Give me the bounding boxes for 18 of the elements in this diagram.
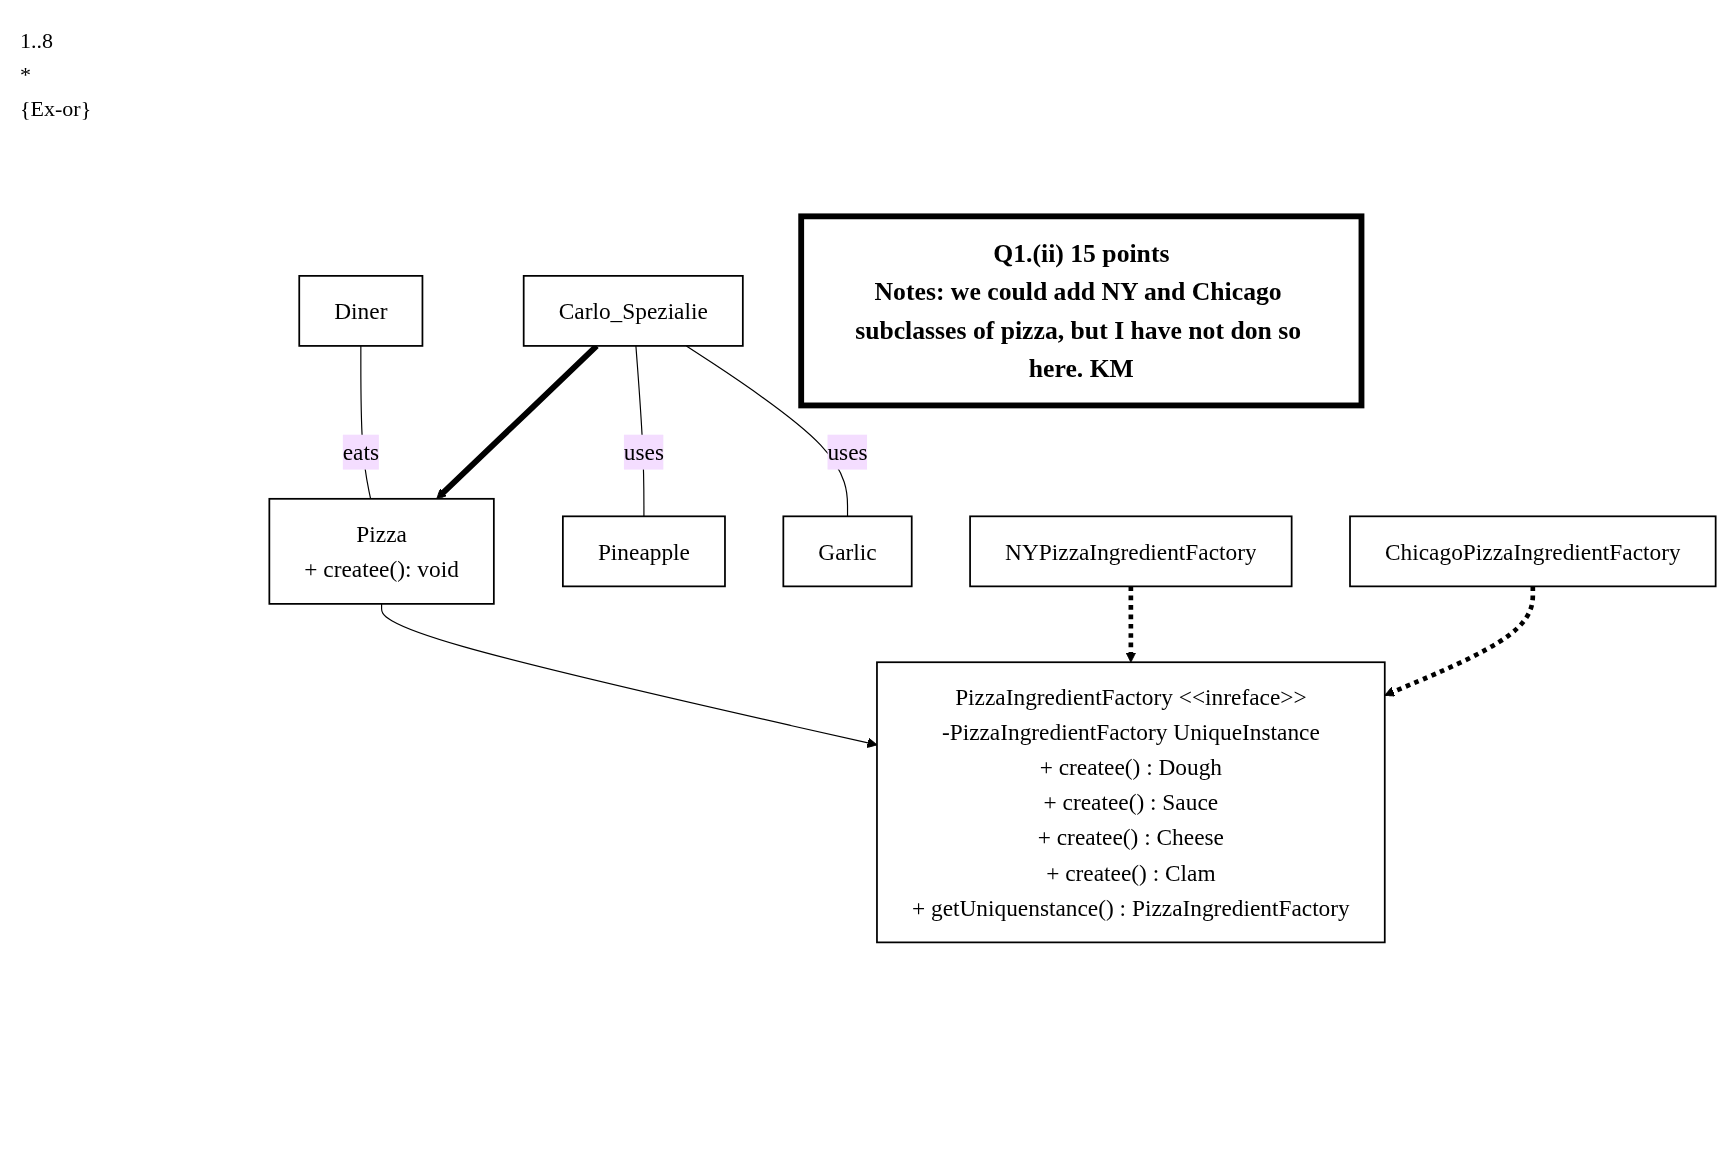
node-box: Q1.(ii) 15 points Notes: we could add NY and Chicago subclasses of pizza, but I have not don so here. KM [798,213,1365,408]
node-box: Garlic [782,515,913,587]
node-box: PizzaIngredientFactory <<inreface>> -PizzaIngredientFactory UniqueInstance + createe() : Dough + createe() : Sauce + createe() : Cheese + createe() : Clam + getUniquenstance() : PizzaIngredientFactory [876,661,1386,943]
node-box: ChicagoPizzaIngredientFactory [1349,515,1717,587]
node-box: Carlo_Spezialie [522,274,744,347]
multiplicity-label: 1..8 [20,28,54,54]
node-box: Diner [298,274,424,347]
arrow [1125,586,1136,663]
edge-label: uses [827,438,868,465]
node-box: Pineapple [562,515,726,587]
multiplicity-label: * [20,62,32,88]
multiplicity-label: {Ex-or} [20,96,93,122]
connector [685,344,849,517]
node-box: Pizza + createe(): void [268,497,495,605]
arrow [1384,586,1536,697]
node-box: NYPizzaIngredientFactory [969,515,1293,587]
edge-label: uses [623,438,665,465]
edge-label: eats [342,438,379,465]
